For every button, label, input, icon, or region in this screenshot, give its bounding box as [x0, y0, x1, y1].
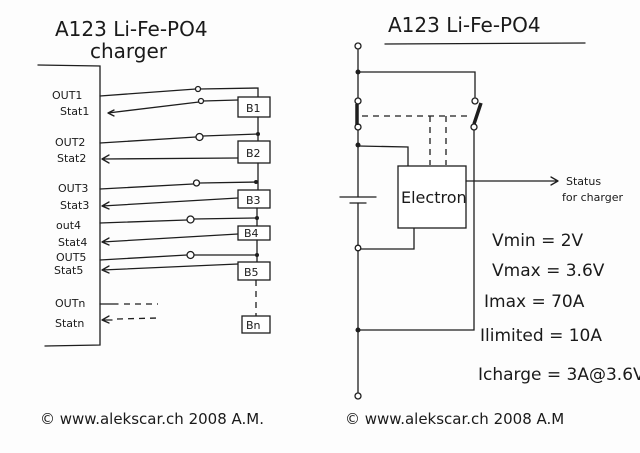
electron-ground-wire — [360, 227, 415, 250]
charger-box-outline — [37, 64, 101, 347]
battery-box — [237, 96, 271, 118]
port-1: OUT1 Stat1 B1 — [52, 85, 271, 118]
battery-box — [237, 189, 271, 209]
junction-dot — [255, 216, 259, 220]
battery-label: B4 — [244, 227, 259, 240]
battery-label: B1 — [246, 102, 261, 115]
port-4: out4 Stat4 B4 — [56, 207, 271, 249]
out-wire — [99, 162, 259, 191]
spec-vmax: Vmax = 3.6V — [492, 261, 605, 281]
status-arrow — [465, 176, 559, 186]
stat-wire — [107, 99, 239, 117]
stat-wire — [101, 197, 239, 210]
stat-label: Statn — [55, 317, 84, 330]
right-title: A123 Li-Fe-PO4 — [388, 13, 541, 37]
title-underline — [384, 42, 586, 45]
out-label: OUT5 — [56, 251, 86, 264]
copyright-right: © www.alekscar.ch 2008 A.M — [345, 410, 564, 428]
stat-wire-dashed — [116, 317, 159, 320]
battery-box — [241, 315, 271, 334]
junction-dot — [355, 142, 361, 148]
switch-contact — [470, 123, 478, 131]
electron-supply-wire — [357, 145, 409, 167]
battery-box — [237, 261, 271, 281]
stat-label: Stat1 — [60, 105, 89, 118]
battery-label: B5 — [244, 266, 259, 279]
stat-label: Stat2 — [57, 152, 86, 165]
junction-dot — [255, 253, 259, 257]
port-3: OUT3 Stat3 B3 — [58, 162, 271, 212]
stat-arrow — [101, 315, 113, 324]
battery-box — [237, 225, 271, 241]
status-label-2: for charger — [562, 191, 623, 204]
battery-label: B2 — [246, 147, 261, 160]
spec-vmin: Vmin = 2V — [492, 231, 584, 251]
out-label: OUT3 — [58, 182, 88, 195]
out-wire — [99, 116, 259, 144]
out-label: OUT1 — [52, 89, 82, 102]
cell-symbol — [339, 196, 377, 204]
bottom-terminal — [354, 392, 362, 400]
electron-label: Electron — [401, 188, 467, 207]
stat-wire — [101, 263, 239, 274]
switch-contact — [194, 85, 202, 93]
spec-list: Vmin = 2V Vmax = 3.6V Imax = 70A Ilimite… — [478, 231, 640, 385]
left-title: A123 Li-Fe-PO4 — [55, 17, 208, 41]
out-wire — [99, 239, 258, 263]
out-label: OUTn — [55, 297, 85, 310]
switch-contact — [354, 97, 362, 105]
stat-label: Stat4 — [58, 236, 87, 249]
switch-blade — [472, 102, 483, 125]
out-wire — [99, 207, 258, 227]
battery-box — [237, 140, 271, 164]
stat-label: Stat5 — [54, 264, 83, 277]
out-wire — [99, 87, 259, 100]
port-n: OUTn Statn Bn — [55, 280, 271, 334]
junction-dot — [354, 244, 362, 252]
switch-contact — [195, 132, 204, 142]
switch-contact — [186, 215, 195, 224]
electron-box — [397, 165, 467, 229]
left-subtitle: charger — [90, 39, 168, 63]
junction-dot — [256, 132, 260, 136]
switch-contact — [197, 97, 205, 105]
bypass-wire-bottom — [357, 129, 475, 331]
out-label: out4 — [56, 219, 81, 232]
battery-label: B3 — [246, 194, 261, 207]
bypass-wire-top — [357, 71, 476, 98]
junction-dot — [254, 180, 258, 184]
switch-contact — [192, 179, 201, 187]
port-5: OUT5 Stat5 B5 — [54, 239, 271, 281]
spec-ilimited: Ilimited = 10A — [480, 326, 602, 346]
stat-wire — [101, 233, 239, 246]
port-2: OUT2 Stat2 B2 — [55, 116, 271, 165]
stat-label: Stat3 — [60, 199, 89, 212]
stat-wire — [101, 154, 239, 164]
spec-imax: Imax = 70A — [484, 292, 585, 312]
control-linkage-dashed — [429, 116, 447, 165]
status-label: Status — [566, 175, 601, 188]
switch-contact — [186, 250, 195, 260]
battery-label: Bn — [246, 319, 261, 332]
switch-contact — [471, 97, 479, 105]
out-label: OUT2 — [55, 136, 85, 149]
spec-icharge: Icharge = 3A@3.6V — [478, 365, 640, 385]
copyright-left: © www.alekscar.ch 2008 A.M. — [40, 410, 264, 428]
top-terminal — [354, 42, 362, 50]
